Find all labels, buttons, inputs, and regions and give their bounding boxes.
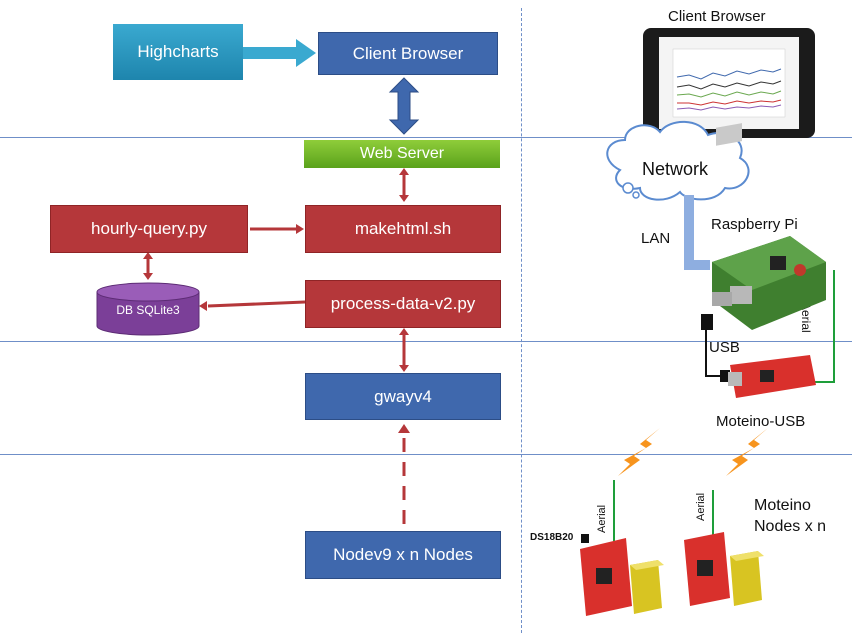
web-server-box: Web Server [304,140,500,168]
gwayv4-box: gwayv4 [305,373,501,420]
vertical-divider [521,8,522,633]
ds18b20-label: DS18B20 [530,532,574,543]
mini-chart [672,48,786,118]
tablet-device [643,28,815,138]
client-browser-box: Client Browser [318,32,498,75]
makehtml-label: makehtml.sh [354,219,452,238]
gwayv4-label: gwayv4 [374,386,432,406]
moteino-nodes-label-line1: Moteino [754,497,811,514]
process-data-label: process-data-v2.py [330,294,476,313]
network-label: Network [642,159,709,179]
raspberry-pi-label: Raspberry Pi [711,216,798,233]
lan-label: LAN [641,230,671,247]
aerial-node2-label: Aerial [695,492,707,521]
divider-line-2 [0,341,852,342]
db-label: DB SQLite3 [116,303,180,317]
hourly-query-box: hourly-query.py [50,205,248,253]
web-server-label: Web Server [359,145,445,162]
process-data-box: process-data-v2.py [305,280,501,328]
divider-line-1 [0,137,852,138]
tablet-screen [659,37,799,129]
nodev9-label: Nodev9 x n Nodes [333,545,473,564]
client-browser-label: Client Browser [352,43,464,63]
makehtml-box: makehtml.sh [305,205,501,253]
usb-label: USB [709,339,740,356]
nodev9-box: Nodev9 x n Nodes [305,531,501,579]
divider-line-3 [0,454,852,455]
moteino-nodes-label-line2: Nodes x n [754,518,827,535]
moteino-usb-label: Moteino-USB [716,413,806,430]
highcharts-label: Highcharts [137,42,219,61]
tablet-title: Client Browser [668,8,766,25]
hourly-query-label: hourly-query.py [91,219,207,238]
aerial-node1-label: Aerial [596,504,608,533]
highcharts-arrow [243,39,316,67]
browser-server-arrow [388,77,420,135]
highcharts-box: Highcharts [113,24,243,80]
